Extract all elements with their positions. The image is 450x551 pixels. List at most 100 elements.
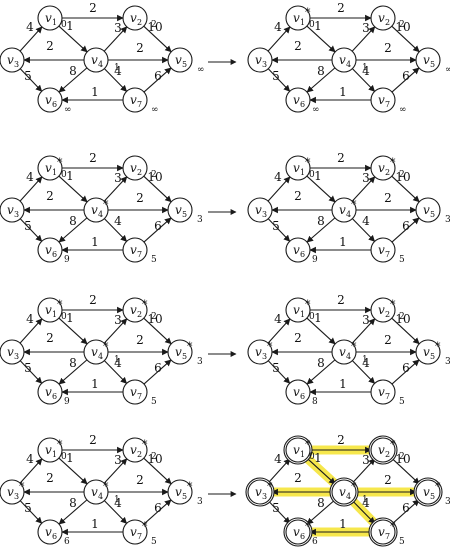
- edge-v4-v2: [103, 26, 128, 52]
- node-subscript: 2: [137, 18, 142, 27]
- edge-weight: 8: [69, 214, 77, 228]
- known-star: *: [142, 438, 148, 451]
- distance-label: ∞: [64, 105, 72, 115]
- edge-weight: 2: [46, 39, 54, 53]
- node-subscript: 1: [52, 450, 57, 459]
- node-subscript: 4: [98, 492, 103, 501]
- node-subscript: 6: [52, 100, 57, 109]
- node-label: v: [175, 203, 182, 217]
- distance-label: 0: [61, 170, 67, 180]
- edge-weight: 5: [272, 361, 280, 375]
- edge-weight: 4: [26, 312, 34, 326]
- edge-weight: 2: [136, 473, 144, 487]
- distance-label: 2: [151, 20, 157, 30]
- distance-label: 3: [197, 497, 203, 507]
- node-label: v: [45, 385, 52, 399]
- edge-v3-v1: [19, 26, 43, 52]
- edge-v3-v6: [19, 68, 43, 92]
- edge-weight: 1: [66, 451, 74, 465]
- known-star: *: [390, 438, 396, 451]
- edge-weight: 10: [147, 20, 162, 34]
- node-label: v: [255, 345, 262, 359]
- distance-label: 1: [362, 355, 368, 365]
- node-label: v: [293, 385, 300, 399]
- known-star: *: [305, 298, 311, 311]
- node-subscript: 1: [300, 450, 305, 459]
- edge-weight: 1: [66, 311, 74, 325]
- edge-v4-v7: [103, 360, 128, 384]
- node-label: v: [339, 345, 346, 359]
- edge-weight: 2: [89, 433, 97, 447]
- node-label: v: [378, 11, 385, 25]
- node-label: v: [255, 203, 262, 217]
- edge-v7-v5: [143, 359, 172, 385]
- node-label: v: [130, 161, 137, 175]
- edge-weight: 6: [402, 219, 410, 233]
- edge-weight: 4: [26, 452, 34, 466]
- node-subscript: 3: [262, 352, 267, 361]
- node-subscript: 3: [14, 210, 19, 219]
- node-subscript: 4: [346, 60, 351, 69]
- node-subscript: 4: [98, 210, 103, 219]
- edge-v3-v6: [19, 360, 43, 384]
- edge-weight: 4: [274, 452, 282, 466]
- edge-v2-v5: [143, 25, 172, 53]
- known-star: *: [103, 340, 109, 353]
- node-subscript: 6: [300, 250, 305, 259]
- known-star: *: [103, 480, 109, 493]
- edge-weight: 2: [384, 41, 392, 55]
- edge-weight: 4: [362, 496, 370, 510]
- edge-v4-v7: [103, 68, 128, 92]
- edge-v4-v7: [351, 218, 376, 242]
- edge-weight: 2: [46, 471, 54, 485]
- distance-label: ∞: [399, 105, 407, 115]
- node-subscript: 5: [182, 352, 187, 361]
- node-subscript: 6: [300, 392, 305, 401]
- edge-weight: 4: [362, 356, 370, 370]
- edge-v7-v5: [391, 359, 420, 385]
- distance-label: 5: [399, 537, 405, 547]
- node-label: v: [130, 443, 137, 457]
- distance-label: ∞: [151, 105, 159, 115]
- node-subscript: 7: [137, 532, 142, 541]
- distance-label: 5: [151, 537, 157, 547]
- edge-weight: 6: [154, 501, 162, 515]
- edge-v4-v6: [306, 217, 336, 243]
- edge-weight: 3: [362, 21, 370, 35]
- node-label: v: [45, 161, 52, 175]
- node-label: v: [7, 53, 14, 67]
- edge-v4-v7: [103, 500, 128, 524]
- distance-label: 9: [64, 255, 70, 265]
- edge-v1-v4: [306, 317, 336, 345]
- edge-weight: 3: [114, 453, 122, 467]
- edge-weight: 2: [337, 293, 345, 307]
- node-subscript: 5: [430, 492, 435, 501]
- edge-v1-v4: [306, 25, 336, 53]
- known-star: *: [57, 438, 63, 451]
- edge-weight: 3: [362, 313, 370, 327]
- distance-label: 2: [399, 312, 405, 322]
- node-label: v: [293, 525, 300, 539]
- distance-label: ∞: [197, 65, 205, 75]
- edge-weight: 4: [26, 20, 34, 34]
- edge-weight: 5: [24, 361, 32, 375]
- edge-weight: 1: [339, 85, 347, 99]
- edge-weight: 2: [337, 433, 345, 447]
- node-label: v: [378, 525, 385, 539]
- edge-weight: 1: [91, 377, 99, 391]
- edge-weight: 5: [24, 501, 32, 515]
- edge-weight: 4: [114, 64, 122, 78]
